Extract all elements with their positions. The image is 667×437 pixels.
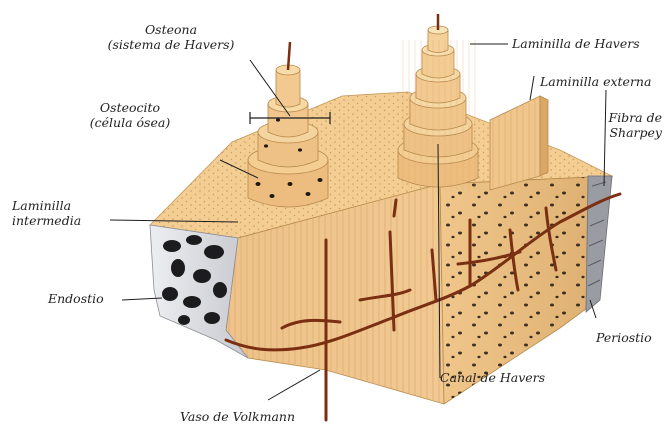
label-laminilla-havers-text: Laminilla de Havers xyxy=(512,36,640,51)
label-laminilla-intermedia: Laminilla intermedia xyxy=(12,198,81,228)
label-laminilla-externa: Laminilla externa xyxy=(540,74,651,89)
label-canal-havers: Canal de Havers xyxy=(440,370,545,385)
label-osteocito: Osteocito (célula ósea) xyxy=(70,100,190,130)
label-vaso-volkmann-text: Vaso de Volkmann xyxy=(180,409,295,424)
label-fibra-sharpey-line1: Fibra de xyxy=(590,110,662,125)
periosteum-band xyxy=(586,176,612,312)
label-fibra-sharpey-line2: Sharpey xyxy=(590,125,662,140)
label-endostio-text: Endostio xyxy=(48,291,104,306)
leader-vaso-volkmann xyxy=(268,370,320,400)
label-endostio: Endostio xyxy=(48,291,104,306)
label-osteona-line2: (sistema de Havers) xyxy=(96,37,246,52)
label-laminilla-havers: Laminilla de Havers xyxy=(512,36,640,51)
label-osteona-line1: Osteona xyxy=(96,22,246,37)
external-lamella-plate xyxy=(490,96,548,190)
label-laminilla-intermedia-line2: intermedia xyxy=(12,213,81,228)
label-osteocito-line1: Osteocito xyxy=(70,100,190,115)
label-periostio-text: Periostio xyxy=(596,330,652,345)
leader-laminilla-externa xyxy=(530,76,534,100)
label-vaso-volkmann: Vaso de Volkmann xyxy=(180,409,295,424)
label-osteona: Osteona (sistema de Havers) xyxy=(96,22,246,52)
label-fibra-sharpey: Fibra de Sharpey xyxy=(590,110,662,140)
label-osteocito-line2: (célula ósea) xyxy=(70,115,190,130)
label-laminilla-intermedia-line1: Laminilla xyxy=(12,198,81,213)
label-laminilla-externa-text: Laminilla externa xyxy=(540,74,651,89)
label-canal-havers-text: Canal de Havers xyxy=(440,370,545,385)
label-periostio: Periostio xyxy=(596,330,652,345)
